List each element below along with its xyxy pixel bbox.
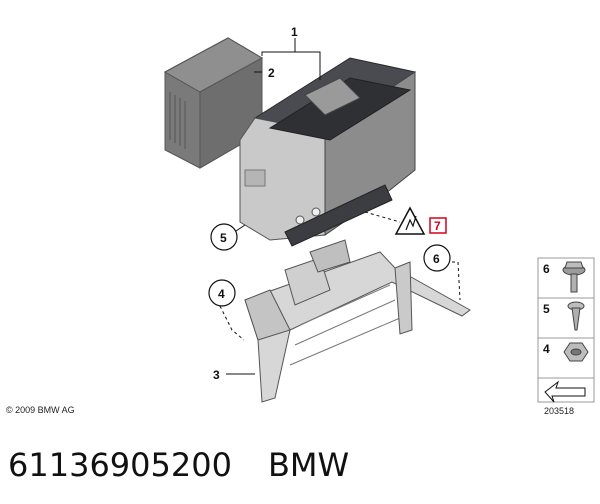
hex-nut-icon — [563, 342, 589, 362]
screw-icon — [567, 301, 585, 331]
callout-7: 7 — [364, 206, 447, 235]
copyright-text: © 2009 BMW AG — [6, 405, 75, 415]
bolt-with-washer-icon — [562, 261, 586, 293]
callout-5: 5 — [210, 223, 246, 251]
callout-4-label: 4 — [218, 287, 225, 301]
part-footer: 61136905200 BMW — [8, 440, 349, 490]
parts-legend: 6 5 4 — [537, 257, 595, 403]
legend-label-6: 6 — [543, 262, 550, 276]
control-unit-part — [239, 57, 417, 247]
callout-7-label: 7 — [434, 219, 441, 233]
callout-1: 1 — [261, 25, 321, 80]
legend-label-4: 4 — [543, 342, 550, 356]
legend-label-5: 5 — [543, 302, 550, 316]
callout-2-label: 2 — [268, 66, 275, 80]
mounting-bracket-part — [244, 239, 471, 403]
callout-6-label: 6 — [433, 252, 440, 266]
callout-3-label: 3 — [213, 368, 220, 382]
callout-2: 2 — [254, 66, 275, 80]
part-number: 61136905200 — [8, 446, 232, 484]
parts-diagram: 1 2 5 7 6 4 3 6 — [163, 25, 595, 403]
callout-6: 6 — [423, 244, 461, 301]
diagram-number: 203518 — [544, 406, 575, 416]
callout-5-label: 5 — [220, 231, 227, 245]
callout-4: 4 — [208, 279, 245, 341]
brand-name: BMW — [267, 446, 350, 484]
direction-arrow-icon — [544, 380, 586, 403]
callout-1-label: 1 — [291, 25, 298, 39]
callout-3: 3 — [213, 368, 255, 382]
